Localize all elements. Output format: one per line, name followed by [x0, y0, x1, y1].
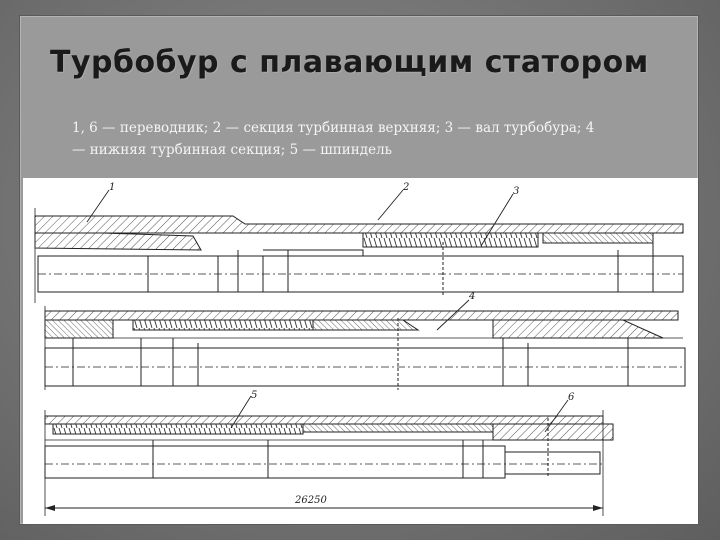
callout-label-2: 2: [402, 182, 409, 193]
overall-length-dimension: 26250: [45, 495, 603, 511]
callout-1: 1: [86, 182, 115, 223]
callout-label-4: 4: [468, 291, 475, 302]
dimension-label: 26250: [294, 495, 327, 506]
row-3: [44, 410, 614, 516]
callout-label-5: 5: [251, 390, 257, 401]
callout-label-1: 1: [109, 182, 115, 193]
callout-label-3: 3: [513, 186, 519, 197]
callout-6: 6: [544, 392, 575, 433]
callout-3: 3: [480, 186, 519, 247]
callout-4: 4: [436, 291, 475, 331]
technical-drawing: 1 2 3: [23, 178, 698, 524]
caption-line-2: — нижняя турбинная секция; 5 — шпиндель: [72, 142, 393, 158]
callout-label-6: 6: [568, 392, 575, 403]
callout-2: 2: [377, 182, 409, 221]
row-2: [44, 306, 686, 390]
slide-caption: 1, 6 — переводник; 2 — секция турбинная …: [72, 117, 672, 161]
slide-title: Турбобур с плавающим статором: [50, 45, 649, 80]
callout-5: 5: [230, 390, 257, 429]
caption-line-1: 1, 6 — переводник; 2 — секция турбинная …: [72, 120, 595, 136]
turbodrill-schematic: 1 2 3: [34, 182, 686, 516]
row-1: [34, 208, 684, 303]
